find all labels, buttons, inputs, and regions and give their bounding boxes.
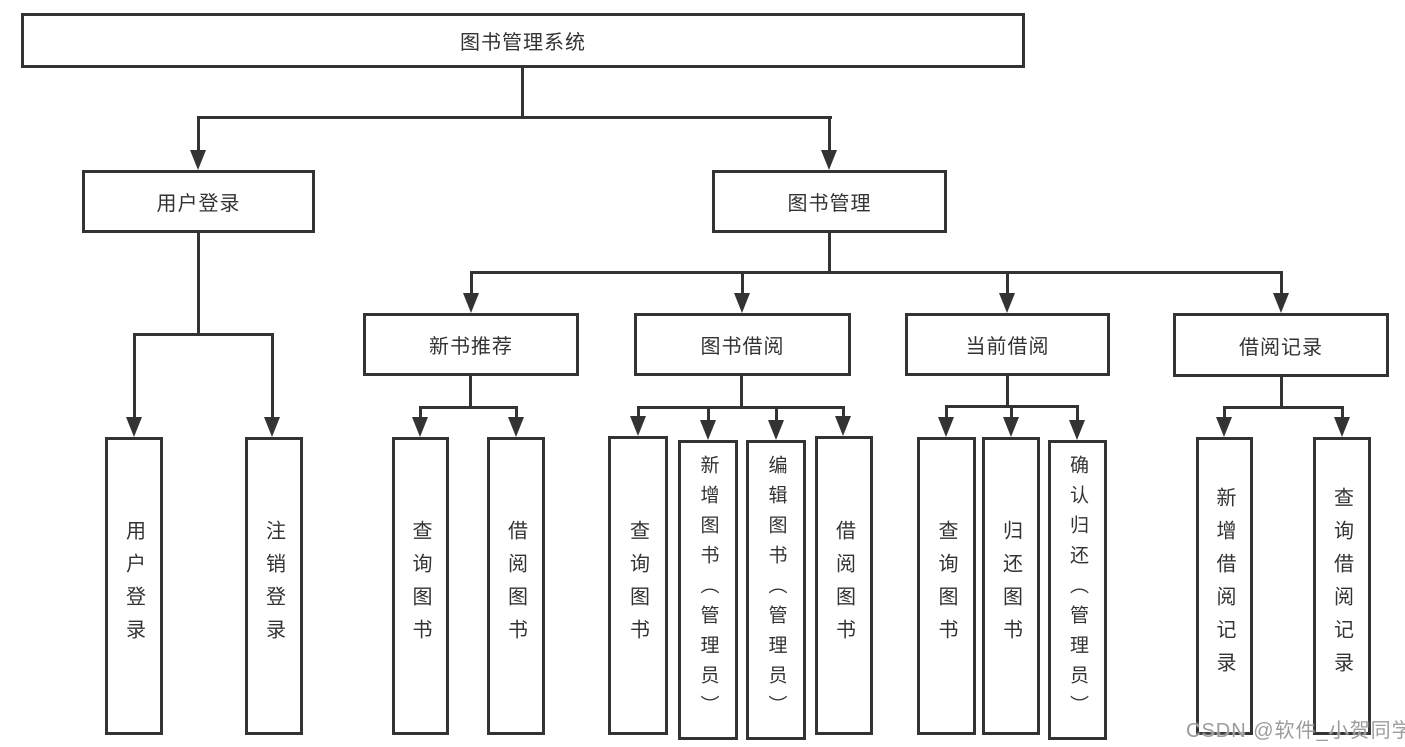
connector-line — [740, 375, 743, 408]
leaf-label: 查询图书 — [409, 520, 431, 652]
arrowhead-icon — [1003, 417, 1019, 437]
node-book-borrowing: 图书借阅 — [634, 313, 851, 376]
connector-line — [419, 406, 518, 409]
connector-line — [271, 333, 274, 421]
connector-line — [469, 375, 472, 408]
connector-line — [741, 271, 744, 297]
leaf-label: 注销登录 — [262, 520, 285, 652]
connector-line — [470, 271, 1283, 274]
node-borrowing-records: 借阅记录 — [1173, 313, 1389, 377]
arrowhead-icon — [508, 417, 524, 437]
leaf-logout: 注销登录 — [245, 437, 303, 735]
leaf-borrowing-add-books-admin: 新增图书（管理员） — [678, 440, 738, 740]
leaf-user-login: 用户登录 — [105, 437, 163, 735]
arrowhead-icon — [1273, 293, 1289, 313]
node-library-management-system: 图书管理系统 — [21, 13, 1025, 68]
leaf-current-confirm-return-admin: 确认归还（管理员） — [1048, 440, 1107, 740]
arrowhead-icon — [630, 416, 646, 436]
arrowhead-icon — [1216, 417, 1232, 437]
leaf-label: 新增图书（管理员） — [697, 455, 719, 725]
arrowhead-icon — [1069, 420, 1085, 440]
connector-line — [775, 406, 778, 424]
connector-line — [945, 405, 948, 422]
leaf-label: 借阅图书 — [504, 520, 527, 652]
connector-line — [515, 406, 518, 422]
leaf-newbook-query-books: 查询图书 — [392, 437, 449, 735]
arrowhead-icon — [412, 417, 428, 437]
leaf-label: 查询图书 — [626, 519, 649, 652]
connector-line — [842, 406, 845, 421]
leaf-label: 查询图书 — [935, 520, 957, 652]
connector-line — [1223, 406, 1226, 422]
node-book-management-branch: 图书管理 — [712, 170, 947, 233]
connector-line — [419, 406, 422, 422]
leaf-label: 查询借阅记录 — [1330, 487, 1353, 685]
connector-line — [197, 232, 200, 335]
arrowhead-icon — [463, 293, 479, 313]
connector-line — [197, 116, 200, 154]
leaf-label: 用户登录 — [122, 520, 145, 652]
connector-line — [1280, 271, 1283, 297]
arrowhead-icon — [999, 293, 1015, 313]
node-user-login-branch: 用户登录 — [82, 170, 315, 233]
arrowhead-icon — [700, 420, 716, 440]
leaf-current-query-books: 查询图书 — [917, 437, 976, 735]
connector-line — [1280, 376, 1283, 408]
connector-line — [637, 406, 640, 421]
connector-line — [1076, 405, 1079, 424]
arrowhead-icon — [835, 416, 851, 436]
leaf-current-return-books: 归还图书 — [982, 437, 1040, 735]
node-new-book-recommend: 新书推荐 — [363, 313, 579, 376]
connector-line — [637, 406, 845, 409]
connector-line — [1010, 405, 1013, 422]
leaf-label: 借阅图书 — [832, 519, 855, 652]
arrowhead-icon — [768, 420, 784, 440]
leaf-borrowing-borrow-books: 借阅图书 — [815, 436, 873, 735]
connector-line — [1341, 406, 1344, 422]
connector-line — [521, 66, 524, 117]
connector-line — [470, 271, 473, 297]
arrowhead-icon — [938, 417, 954, 437]
leaf-label: 归还图书 — [999, 520, 1022, 652]
csdn-watermark: CSDN @软件_小贺同学 — [1186, 720, 1405, 742]
connector-line — [133, 333, 136, 421]
connector-line — [133, 333, 274, 336]
arrowhead-icon — [190, 150, 206, 170]
arrowhead-icon — [1334, 417, 1350, 437]
connector-line — [1006, 271, 1009, 297]
connector-line — [1006, 375, 1009, 408]
connector-line — [197, 116, 832, 119]
node-current-borrowing: 当前借阅 — [905, 313, 1110, 376]
leaf-records-add-record: 新增借阅记录 — [1196, 437, 1253, 735]
leaf-label: 编辑图书（管理员） — [765, 455, 787, 725]
leaf-label: 确认归还（管理员） — [1067, 455, 1088, 725]
connector-line — [828, 116, 831, 154]
connector-line — [828, 232, 831, 273]
leaf-newbook-borrow-books: 借阅图书 — [487, 437, 545, 735]
leaf-label: 新增借阅记录 — [1213, 487, 1235, 685]
leaf-borrowing-query-books: 查询图书 — [608, 436, 668, 735]
connector-line — [1223, 406, 1344, 409]
arrowhead-icon — [821, 150, 837, 170]
leaf-borrowing-edit-books-admin: 编辑图书（管理员） — [746, 440, 806, 740]
arrowhead-icon — [126, 417, 142, 437]
arrowhead-icon — [734, 293, 750, 313]
connector-line — [707, 406, 710, 424]
leaf-records-query-record: 查询借阅记录 — [1313, 437, 1371, 735]
arrowhead-icon — [264, 417, 280, 437]
